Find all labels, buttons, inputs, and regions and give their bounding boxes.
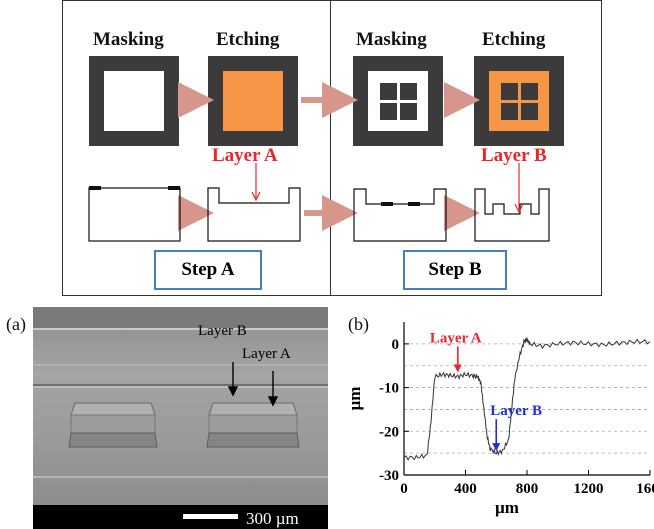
step-a-box: Step A xyxy=(154,250,262,290)
sem-image xyxy=(33,307,328,529)
label-masking-2: Masking xyxy=(356,29,427,50)
x-tick-label: 400 xyxy=(454,481,477,497)
mask-square-2 xyxy=(353,56,443,146)
profile-line xyxy=(403,337,651,461)
layer-a-label: Layer A xyxy=(212,145,278,166)
x-axis-label: µm xyxy=(495,498,519,517)
x-tick-label: 1200 xyxy=(574,481,604,497)
x-tick-label: 800 xyxy=(516,481,539,497)
mask-bar-2 xyxy=(168,186,180,190)
step-b-label: Step B xyxy=(428,259,482,280)
label-etching-2: Etching xyxy=(482,29,546,50)
panel-a-letter: (a) xyxy=(6,314,26,334)
step-a-label: Step A xyxy=(181,259,235,280)
schematic-divider xyxy=(330,0,331,296)
y-axis-label: µm xyxy=(345,387,364,411)
y-tick-label: -20 xyxy=(379,424,399,440)
profile-chart: 0 400 800 1200 160( 0 -10 -20 -30 µm µm Layer A Laye… xyxy=(345,322,654,517)
cross-section-4 xyxy=(474,188,550,242)
x-tick-label: 160( xyxy=(636,481,654,497)
mask-bar-4 xyxy=(408,202,420,206)
mask-bar-3 xyxy=(381,202,393,206)
annotation-label: Layer A xyxy=(430,330,482,346)
x-tick-label: 0 xyxy=(400,481,408,497)
etch-square-1 xyxy=(208,56,298,146)
schematic-arrows xyxy=(88,82,550,242)
annotation-arrowhead xyxy=(492,443,501,452)
sem-layer-a-label: Layer A xyxy=(242,346,291,362)
sem-image-drawing xyxy=(33,307,328,529)
etch-square-2 xyxy=(474,56,564,146)
cross-section-1 xyxy=(88,187,181,242)
step-b-box: Step B xyxy=(403,250,507,290)
layer-b-label: Layer B xyxy=(481,145,547,166)
schematic-panel xyxy=(62,0,602,296)
mask-bar-1 xyxy=(89,186,101,190)
cross-section-2 xyxy=(207,187,301,242)
scale-bar-label: 300 µm xyxy=(246,509,299,528)
y-tick-label: 0 xyxy=(392,337,400,353)
panel-b-letter: (b) xyxy=(348,314,369,334)
sem-layer-b-label: Layer B xyxy=(198,323,247,339)
label-etching-1: Etching xyxy=(216,29,280,50)
y-tick-label: -10 xyxy=(379,381,399,397)
label-masking-1: Masking xyxy=(93,29,164,50)
cross-section-3 xyxy=(353,188,447,242)
annotation-label: Layer B xyxy=(490,403,542,419)
y-tick-label: -30 xyxy=(379,468,399,484)
mask-square-1 xyxy=(89,56,179,146)
annotation-arrowhead xyxy=(453,364,462,373)
